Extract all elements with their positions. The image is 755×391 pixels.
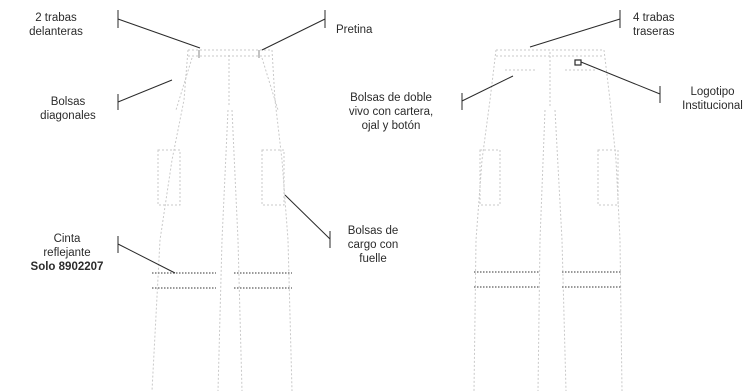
leader-waistband: [261, 10, 326, 51]
back-outline: [473, 49, 623, 391]
back-view-trousers: [473, 49, 623, 391]
leader-reflective-tape: [117, 236, 176, 274]
front-cargo-pocket-left: [157, 149, 181, 206]
label-front-belt-loops: 2 trabas delanteras: [29, 12, 83, 38]
front-cargo-pocket-right: [261, 149, 285, 206]
front-inseam-left: [217, 109, 229, 391]
label-waistband: Pretina: [336, 24, 373, 36]
label-double-welt-pockets: Bolsas de doble vivo con cartera, ojal y…: [348, 92, 434, 132]
institutional-logo-mark: [574, 59, 582, 66]
front-view-trousers: [151, 49, 293, 391]
leader-front-belt-loops: [117, 10, 201, 49]
front-diagonal-pocket-right: [261, 57, 279, 111]
leader-double-welt-pockets: [461, 75, 514, 110]
back-cargo-pocket-left: [479, 149, 501, 206]
back-inseam-right: [554, 109, 567, 391]
back-reflective-bands: [474, 271, 622, 288]
reflective-tape-note: Solo 8902207: [30, 261, 104, 273]
label-cargo-pockets: Bolsas de cargo con fuelle: [347, 225, 399, 265]
label-reflective-tape: Cinta reflejante Solo 8902207: [22, 232, 112, 274]
leader-cargo-pockets: [284, 194, 331, 248]
label-back-belt-loops: 4 trabas traseras: [633, 12, 675, 38]
leader-back-belt-loops: [529, 10, 621, 48]
front-reflective-bands: [152, 272, 292, 289]
back-cargo-pocket-right: [597, 149, 619, 206]
front-belt-loops: [198, 50, 260, 58]
front-diagonal-pocket-left: [175, 57, 193, 111]
leader-lines: [117, 10, 661, 274]
label-diagonal-pockets: Bolsas diagonales: [40, 96, 96, 122]
leader-institutional-logo: [580, 61, 661, 103]
label-institutional-logo: Logotipo Institucional: [682, 86, 743, 112]
leader-diagonal-pockets: [117, 79, 173, 110]
front-outline: [151, 49, 293, 391]
back-inseam-left: [537, 109, 546, 391]
front-inseam-right: [231, 109, 243, 391]
